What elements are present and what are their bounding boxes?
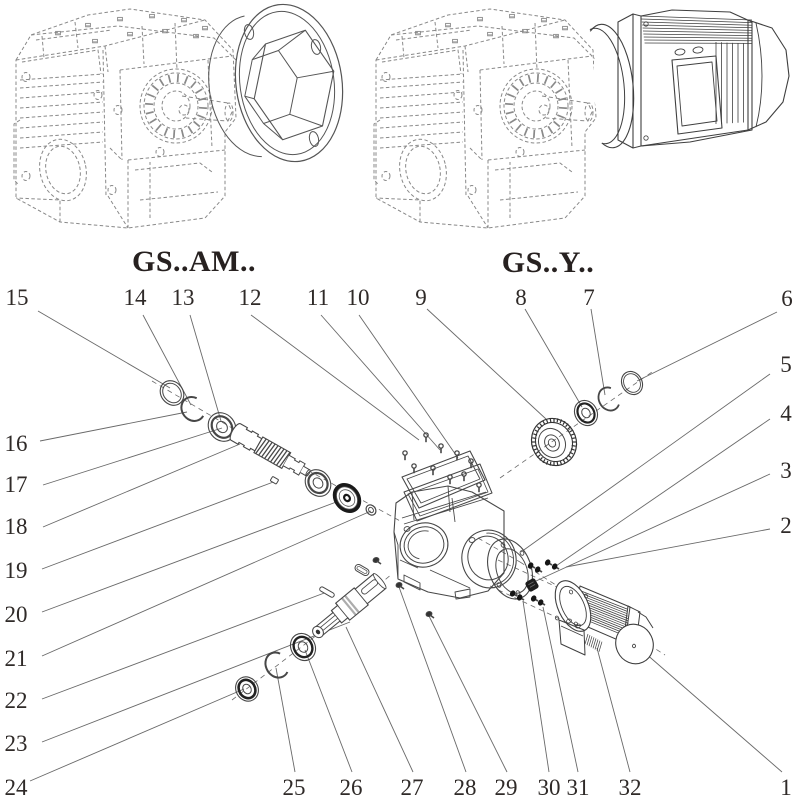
svg-text:25: 25 [283, 775, 306, 800]
svg-text:31: 31 [567, 775, 590, 800]
svg-text:32: 32 [619, 775, 642, 800]
svg-text:19: 19 [5, 558, 28, 583]
svg-text:5: 5 [780, 352, 792, 377]
svg-text:15: 15 [6, 285, 29, 310]
svg-text:8: 8 [515, 285, 527, 310]
svg-text:11: 11 [307, 285, 329, 310]
svg-text:30: 30 [538, 775, 561, 800]
svg-text:24: 24 [5, 775, 29, 800]
svg-text:29: 29 [495, 775, 518, 800]
svg-text:14: 14 [124, 285, 148, 310]
svg-text:4: 4 [780, 401, 792, 426]
svg-text:GS..AM..: GS..AM.. [132, 245, 256, 278]
svg-text:10: 10 [347, 285, 370, 310]
svg-text:21: 21 [5, 646, 28, 671]
svg-text:28: 28 [454, 775, 477, 800]
svg-text:12: 12 [239, 285, 262, 310]
svg-text:22: 22 [5, 688, 28, 713]
svg-text:1: 1 [780, 775, 792, 800]
svg-text:23: 23 [5, 731, 28, 756]
svg-text:6: 6 [781, 286, 793, 311]
svg-text:17: 17 [5, 472, 28, 497]
svg-text:16: 16 [5, 431, 28, 456]
svg-text:GS..Y..: GS..Y.. [502, 246, 594, 279]
svg-text:27: 27 [401, 775, 424, 800]
svg-text:20: 20 [5, 602, 28, 627]
svg-text:7: 7 [583, 285, 595, 310]
svg-text:18: 18 [5, 514, 28, 539]
svg-text:26: 26 [340, 775, 363, 800]
svg-text:2: 2 [780, 513, 792, 538]
svg-text:13: 13 [172, 285, 195, 310]
svg-text:3: 3 [780, 458, 792, 483]
svg-text:9: 9 [415, 285, 427, 310]
